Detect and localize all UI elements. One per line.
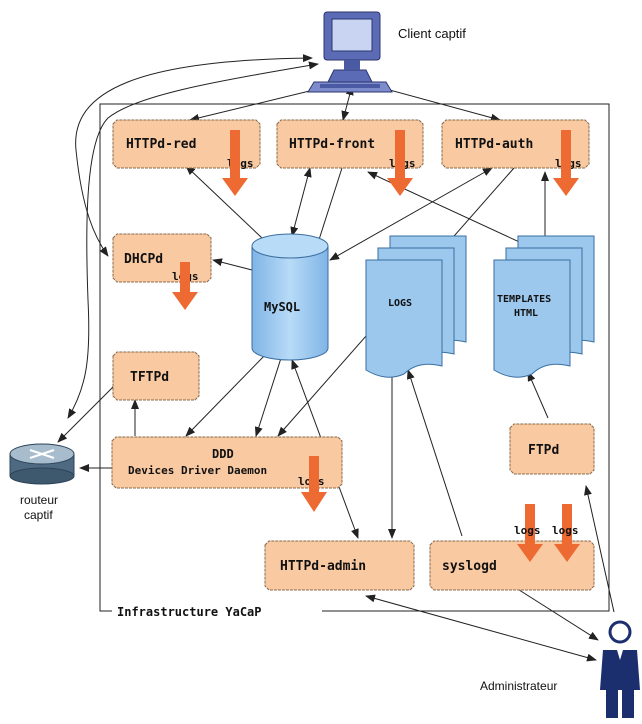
ddd-logs-arrow <box>301 456 327 512</box>
httpd-front-label: HTTPd-front <box>289 137 375 152</box>
logs-doc-label: LOGS <box>388 298 412 309</box>
syslogd-logs-arrow-2 <box>554 504 580 562</box>
templates-label-line1: TEMPLATES <box>497 294 551 305</box>
administrator-icon <box>600 620 640 718</box>
client-computer-icon <box>307 11 393 93</box>
httpd-admin-label: HTTPd-admin <box>280 559 366 574</box>
syslogd-label: syslogd <box>442 559 497 574</box>
mysql-database: MySQL <box>251 233 329 361</box>
httpd-admin-box: HTTPd-admin <box>264 540 415 591</box>
syslogd-logs-label-1: logs <box>514 524 541 537</box>
infrastructure-label: Infrastructure YaCaP <box>117 605 262 619</box>
syslogd-logs-label-2: logs <box>552 524 579 537</box>
client-label: Client captif <box>398 26 466 41</box>
syslogd-logs-arrow-1 <box>517 504 543 562</box>
dhcpd-box: DHCPd logs <box>112 233 212 310</box>
templates-documents: TEMPLATES HTML <box>493 235 595 378</box>
ftpd-label: FTPd <box>528 443 559 458</box>
dhcpd-logs-arrow <box>172 262 198 310</box>
syslogd-box: syslogd logs logs <box>429 504 595 591</box>
connection-edges <box>57 54 615 662</box>
httpd-red-box: HTTPd-red logs <box>112 119 261 196</box>
templates-label-line2: HTML <box>514 308 538 319</box>
ddd-box: DDD Devices Driver Daemon logs <box>111 436 343 512</box>
httpd-front-logs-arrow <box>387 130 413 196</box>
administrator-label: Administrateur <box>480 679 557 693</box>
mysql-label: MySQL <box>264 300 300 314</box>
ddd-subtitle: Devices Driver Daemon <box>128 464 267 477</box>
httpd-auth-label: HTTPd-auth <box>455 137 533 152</box>
router-label-line2: captif <box>24 508 53 522</box>
ddd-title: DDD <box>212 447 234 461</box>
ftpd-box: FTPd <box>509 423 595 475</box>
httpd-front-box: HTTPd-front logs <box>276 119 424 196</box>
httpd-auth-box: HTTPd-auth logs <box>441 119 590 196</box>
tftpd-box: TFTPd <box>112 351 200 401</box>
httpd-red-label: HTTPd-red <box>126 137 196 152</box>
router-label-line1: routeur <box>20 493 58 507</box>
dhcpd-label: DHCPd <box>124 252 163 267</box>
router-icon <box>9 443 75 485</box>
tftpd-label: TFTPd <box>130 370 169 385</box>
httpd-auth-logs-arrow <box>553 130 579 196</box>
logs-documents: LOGS <box>365 235 467 378</box>
httpd-red-logs-arrow <box>222 130 248 196</box>
